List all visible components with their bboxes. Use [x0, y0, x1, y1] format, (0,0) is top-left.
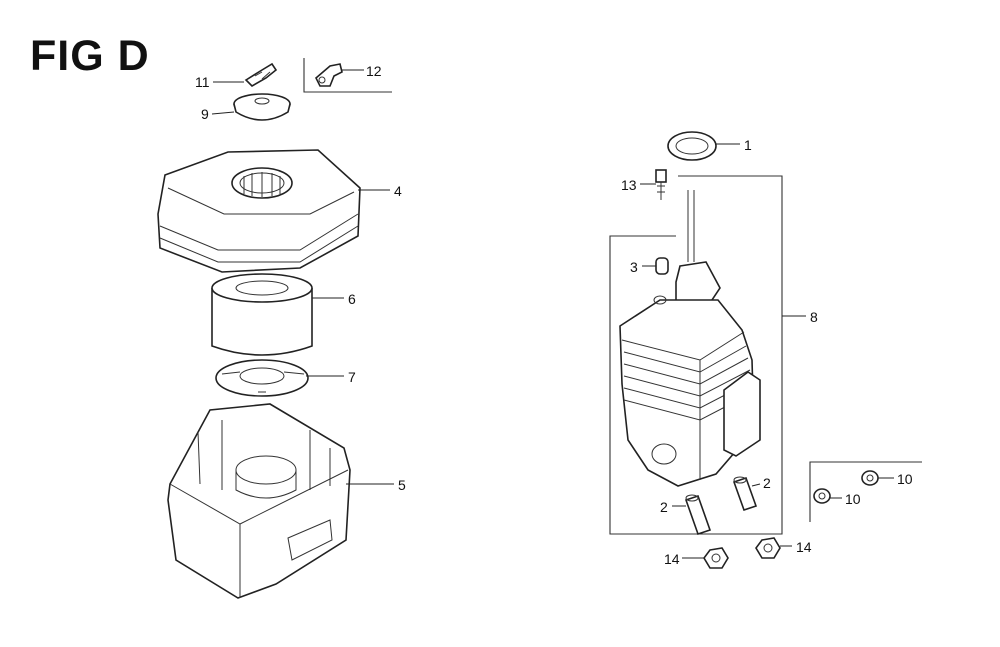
part-5-air-cleaner-case — [167, 403, 351, 599]
callout-10-lower: 10 — [845, 491, 861, 507]
part-3-pin — [655, 257, 669, 275]
part-9-cover-knob — [233, 93, 291, 121]
part-14-flange-nut-b — [755, 537, 781, 559]
callout-8: 8 — [810, 309, 818, 325]
callout-2-right: 2 — [763, 475, 771, 491]
callout-11: 11 — [195, 74, 210, 90]
callout-3: 3 — [630, 259, 638, 275]
part-1-seal-ring — [667, 131, 717, 161]
callout-6: 6 — [348, 291, 356, 307]
part-10-group-bracket — [809, 461, 922, 522]
part-11-clip — [244, 62, 278, 87]
part-12-group-bracket — [303, 58, 392, 93]
part-4-air-cleaner-cover — [157, 149, 361, 273]
part-14-flange-nut-a — [703, 547, 729, 569]
callout-9: 9 — [201, 106, 209, 122]
part-7-grommet — [215, 359, 309, 397]
part-13-bolt — [655, 169, 667, 200]
callout-14-right: 14 — [796, 539, 812, 555]
callout-10-upper: 10 — [897, 471, 913, 487]
part-2-dowel-pin-b — [732, 476, 758, 512]
callout-2-left: 2 — [660, 499, 668, 515]
part-12-bracket — [315, 63, 343, 87]
part-8-air-cleaner-body — [619, 190, 761, 487]
callout-7: 7 — [348, 369, 356, 385]
callout-12: 12 — [366, 63, 382, 79]
part-10-nut-b — [813, 488, 831, 504]
callout-5: 5 — [398, 477, 406, 493]
callout-13: 13 — [621, 177, 637, 193]
part-10-nut-a — [861, 470, 879, 486]
part-2-dowel-pin-a — [684, 494, 712, 536]
part-8-group-bracket — [609, 175, 783, 535]
callout-1: 1 — [744, 137, 752, 153]
figure-title: FIG D — [30, 32, 150, 80]
part-6-filter-element — [211, 273, 313, 356]
callout-4: 4 — [394, 183, 402, 199]
callout-14-left: 14 — [664, 551, 680, 567]
leader-lines — [211, 69, 894, 559]
